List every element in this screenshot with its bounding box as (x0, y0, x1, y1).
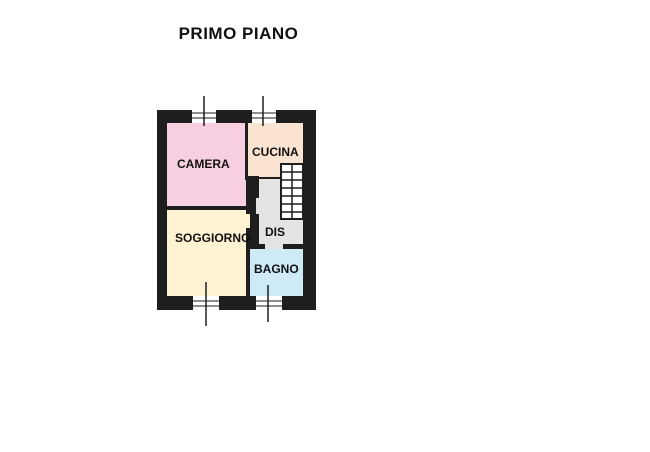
room-camera (167, 123, 246, 206)
partition-soggiorno-right (246, 242, 250, 296)
partition-dis-left (256, 176, 259, 198)
door-soggiorno-dis (246, 214, 250, 228)
partition-camera-cucina (245, 123, 248, 177)
window-soggiorno-bottom (193, 282, 219, 326)
label-bagno: BAGNO (254, 262, 299, 276)
partition-cucina-bottom (245, 176, 259, 180)
partition-camera-soggiorno (167, 206, 247, 210)
room-soggiorno (167, 210, 246, 296)
window-bagno-bottom (256, 285, 282, 322)
door-bagno (265, 244, 283, 249)
door-camera-dis (256, 198, 259, 214)
label-dis: DIS (265, 225, 285, 239)
page-title: PRIMO PIANO (178, 24, 299, 43)
label-soggiorno: SOGGIORNO (175, 231, 250, 245)
window-cucina-top (252, 96, 276, 126)
label-camera: CAMERA (177, 157, 230, 171)
label-cucina: CUCINA (252, 145, 299, 159)
room-bagno (250, 249, 303, 296)
partition-dis-left-lower (256, 214, 259, 244)
window-camera-top (192, 96, 216, 126)
